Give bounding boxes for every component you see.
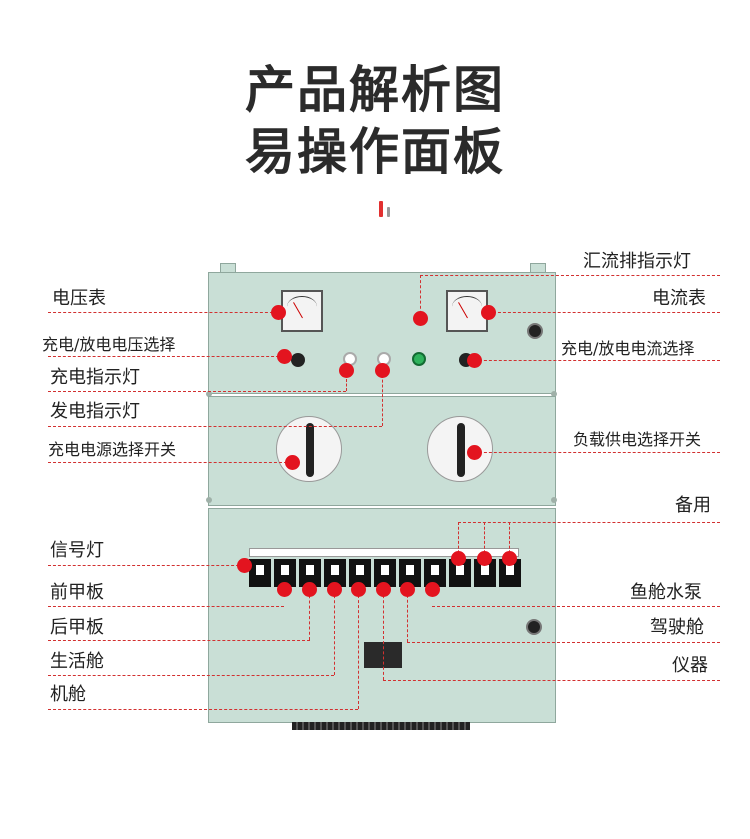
charge-source-rotary-switch[interactable] (276, 416, 342, 482)
leader-generator-lamp-v (382, 370, 383, 426)
label-instruments: 仪器 (672, 655, 708, 676)
leader-wheelhouse (407, 642, 720, 643)
leader-spare (458, 522, 720, 523)
leader-spare-v2 (484, 522, 485, 558)
leader-fore-deck (48, 606, 284, 607)
breaker-wheelhouse[interactable] (399, 559, 421, 587)
label-fore-deck: 前甲板 (50, 582, 104, 603)
leader-instruments (383, 680, 720, 681)
bottom-panel (208, 508, 556, 723)
leader-living-cabin-v (334, 590, 335, 675)
leader-voltmeter (48, 312, 278, 313)
breaker-signal[interactable] (249, 559, 271, 587)
leader-aft-deck-v (309, 590, 310, 640)
callout-dot-spare-2 (477, 551, 492, 566)
leader-engine-room (48, 709, 358, 710)
callout-dot-instruments (376, 582, 391, 597)
callout-dot-busbar (413, 311, 428, 326)
breaker-label-strip (249, 548, 519, 557)
leader-spare-v1 (458, 522, 459, 558)
leader-load-supply (474, 452, 720, 453)
title-accent-marks (375, 201, 395, 217)
label-living-cabin: 生活舱 (50, 651, 104, 672)
label-ammeter: 电流表 (652, 288, 706, 309)
label-wheelhouse: 驾驶舱 (650, 617, 704, 638)
screw (206, 497, 212, 503)
leader-living-cabin (48, 675, 334, 676)
callout-dot-wheelhouse (400, 582, 415, 597)
callout-dot-charge-source (285, 455, 300, 470)
leader-busbar-v (420, 275, 421, 319)
callout-dot-fore-deck (277, 582, 292, 597)
label-engine-room: 机舱 (50, 684, 86, 705)
leader-charge-source (48, 462, 292, 463)
key-switch[interactable] (527, 323, 543, 339)
breaker-spare-1[interactable] (449, 559, 471, 587)
label-charge-current-select: 充电/放电电流选择 (561, 339, 695, 358)
leader-engine-room-v (358, 590, 359, 709)
label-charge-lamp: 充电指示灯 (50, 367, 140, 388)
leader-spare-v3 (509, 522, 510, 558)
screw (551, 497, 557, 503)
label-spare: 备用 (675, 495, 711, 516)
page-title-line2: 易操作面板 (245, 123, 505, 181)
breaker-fore-deck[interactable] (274, 559, 296, 587)
label-signal-lamp: 信号灯 (50, 540, 104, 561)
leader-fish-pump (432, 606, 720, 607)
leader-signal (48, 565, 244, 566)
callout-dot-signal (237, 558, 252, 573)
mount-ear (220, 263, 236, 274)
breaker-instruments[interactable] (374, 559, 396, 587)
breaker-living-cabin[interactable] (324, 559, 346, 587)
mount-ear (530, 263, 546, 274)
label-generator-lamp: 发电指示灯 (50, 401, 140, 422)
page-title-line1: 产品解析图 (245, 61, 505, 119)
callout-dot-generator-lamp (375, 363, 390, 378)
leader-wheelhouse-v (407, 590, 408, 642)
callout-dot-spare-1 (451, 551, 466, 566)
label-load-supply-switch: 负载供电选择开关 (573, 430, 702, 449)
callout-dot-ammeter (481, 305, 496, 320)
callout-dot-fish-pump (425, 582, 440, 597)
leader-current-select (474, 360, 720, 361)
breaker-engine-room[interactable] (349, 559, 371, 587)
leader-busbar (420, 275, 720, 276)
breaker-spare-2[interactable] (474, 559, 496, 587)
breaker-spare-3[interactable] (499, 559, 521, 587)
key-switch-lower[interactable] (526, 619, 542, 635)
label-voltmeter: 电压表 (52, 288, 106, 309)
voltmeter-gauge (281, 290, 323, 332)
label-aft-deck: 后甲板 (50, 617, 104, 638)
leader-charge-lamp (48, 391, 346, 392)
callout-dot-current-select (467, 353, 482, 368)
leader-aft-deck (48, 640, 310, 641)
din-rail (292, 722, 470, 730)
label-busbar-lamp: 汇流排指示灯 (583, 251, 691, 272)
label-charge-voltage-select: 充电/放电电压选择 (42, 335, 176, 354)
screw (551, 391, 557, 397)
callout-dot-engine-room (351, 582, 366, 597)
breaker-fish-pump[interactable] (424, 559, 446, 587)
load-supply-rotary-switch[interactable] (427, 416, 493, 482)
leader-instruments-v (383, 590, 384, 680)
screw (206, 391, 212, 397)
callout-dot-aft-deck (302, 582, 317, 597)
label-charge-source-switch: 充电电源选择开关 (48, 440, 177, 459)
breaker-aft-deck[interactable] (299, 559, 321, 587)
leader-voltage-select (48, 356, 284, 357)
leader-ammeter (488, 312, 720, 313)
callout-dot-charge-lamp (339, 363, 354, 378)
leader-generator-lamp (48, 426, 382, 427)
label-fish-pump: 鱼舱水泵 (630, 582, 702, 603)
callout-dot-voltmeter (271, 305, 286, 320)
top-panel (206, 272, 557, 397)
leader-charge-lamp-v (346, 370, 347, 391)
callout-dot-voltage-select (277, 349, 292, 364)
callout-dot-living-cabin (327, 582, 342, 597)
callout-dot-spare-3 (502, 551, 517, 566)
busbar-indicator-lamp (412, 352, 426, 366)
voltage-select-knob[interactable] (291, 353, 305, 367)
callout-dot-load-supply (467, 445, 482, 460)
